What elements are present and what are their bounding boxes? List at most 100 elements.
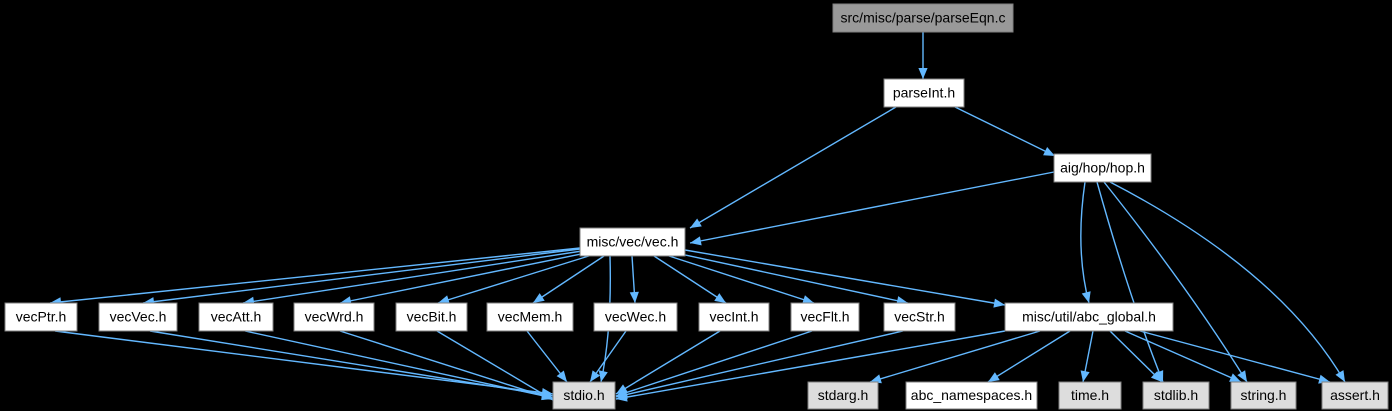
graph-edge — [615, 330, 1006, 400]
graph-edge — [339, 330, 554, 400]
graph-node-stdio[interactable]: stdio.h — [552, 381, 616, 410]
graph-node-vecWec[interactable]: vecWec.h — [593, 302, 678, 332]
graph-edge-arrowhead — [1237, 370, 1247, 382]
graph-edge-arrowhead — [541, 390, 553, 400]
graph-edge-arrowhead — [988, 372, 1000, 382]
graph-node-hop[interactable]: aig/hop/hop.h — [1053, 153, 1152, 183]
graph-edge-arrowhead — [714, 293, 726, 303]
graph-edge — [684, 249, 1006, 306]
node-label: stdarg.h — [818, 387, 869, 403]
node-box — [905, 381, 1038, 410]
graph-node-string[interactable]: string.h — [1230, 381, 1297, 410]
node-label: parseInt.h — [893, 85, 955, 101]
node-label: vecStr.h — [894, 309, 945, 325]
graph-edge-arrowhead — [690, 218, 702, 228]
node-box — [293, 302, 375, 332]
node-label: assert.h — [1330, 387, 1380, 403]
node-box — [1004, 302, 1174, 332]
graph-node-time[interactable]: time.h — [1058, 381, 1122, 410]
node-label: vecInt.h — [709, 309, 758, 325]
graph-edge — [1139, 330, 1331, 383]
graph-edge — [689, 171, 1055, 244]
node-box — [395, 302, 468, 332]
graph-edge-arrowhead — [1229, 373, 1241, 382]
graph-edge-arrowhead — [590, 370, 601, 382]
node-label: abc_namespaces.h — [911, 387, 1032, 403]
graph-node-stdlib[interactable]: stdlib.h — [1142, 381, 1210, 410]
graph-node-vecBit[interactable]: vecBit.h — [395, 302, 468, 332]
graph-edge-arrowhead — [598, 370, 608, 382]
node-label: vecVec.h — [110, 309, 167, 325]
graph-node-assert[interactable]: assert.h — [1321, 381, 1389, 410]
edge-layer — [49, 32, 1346, 402]
graph-node-vec[interactable]: misc/vec/vec.h — [579, 227, 686, 257]
graph-edge — [1109, 181, 1346, 383]
node-box — [790, 302, 860, 332]
node-box — [98, 302, 178, 332]
graph-edge-arrowhead — [690, 236, 702, 246]
node-label: vecAtt.h — [211, 309, 262, 325]
graph-edge — [1124, 330, 1242, 383]
node-box — [1053, 153, 1152, 183]
graph-edge-arrowhead — [1081, 291, 1091, 303]
graph-node-vecAtt[interactable]: vecAtt.h — [198, 302, 274, 332]
graph-edge-arrowhead — [616, 392, 628, 402]
node-box — [1321, 381, 1389, 410]
graph-edge-arrowhead — [1335, 370, 1345, 382]
graph-edge — [1103, 181, 1248, 383]
graph-edge-arrowhead — [870, 374, 882, 384]
node-label: time.h — [1071, 387, 1109, 403]
node-label: stdio.h — [563, 387, 604, 403]
node-label: vecMem.h — [498, 309, 563, 325]
graph-edge — [954, 106, 1056, 157]
node-box — [832, 3, 1014, 33]
graph-node-vecMem[interactable]: vecMem.h — [486, 302, 574, 332]
graph-edge-arrowhead — [533, 293, 545, 303]
graph-node-vecInt[interactable]: vecInt.h — [698, 302, 770, 332]
graph-edge — [653, 255, 727, 304]
node-box — [552, 381, 616, 410]
graph-node-stdarg[interactable]: stdarg.h — [807, 381, 879, 410]
graph-edge — [54, 330, 554, 395]
node-label: stdlib.h — [1154, 387, 1198, 403]
node-box — [883, 78, 965, 108]
graph-node-abcNamespaces[interactable]: abc_namespaces.h — [905, 381, 1038, 410]
graph-edge — [615, 330, 721, 395]
graph-node-vecWrd[interactable]: vecWrd.h — [293, 302, 375, 332]
graph-edge — [1080, 181, 1090, 304]
node-box — [593, 302, 678, 332]
graph-edge-arrowhead — [993, 298, 1005, 308]
graph-node-parseInt[interactable]: parseInt.h — [883, 78, 965, 108]
node-box — [1142, 381, 1210, 410]
graph-edge — [615, 330, 813, 397]
graph-node-abcGlobal[interactable]: misc/util/abc_global.h — [1004, 302, 1174, 332]
node-box — [198, 302, 274, 332]
graph-edge — [1096, 181, 1164, 383]
graph-edge-arrowhead — [918, 68, 928, 79]
node-label: string.h — [1241, 387, 1287, 403]
graph-edge — [149, 330, 554, 397]
graph-node-vecPtr[interactable]: vecPtr.h — [4, 302, 78, 332]
graph-node-vecFlt[interactable]: vecFlt.h — [790, 302, 860, 332]
graph-node-vecVec[interactable]: vecVec.h — [98, 302, 178, 332]
node-label: vecWec.h — [605, 309, 666, 325]
graph-edge — [665, 254, 815, 304]
node-box — [807, 381, 879, 410]
node-label: vecWrd.h — [305, 309, 364, 325]
graph-node-vecStr[interactable]: vecStr.h — [883, 302, 956, 332]
node-layer: src/misc/parse/parseEqn.c parseInt.h aig/h… — [4, 3, 1389, 410]
graph-edge-arrowhead — [438, 295, 450, 305]
graph-edge — [339, 252, 587, 304]
node-box — [579, 227, 686, 257]
node-box — [883, 302, 956, 332]
node-box — [4, 302, 78, 332]
graph-edge-arrowhead — [1043, 147, 1055, 156]
graph-edge — [242, 250, 583, 304]
graph-edge — [675, 252, 909, 304]
graph-edge-arrowhead — [1150, 371, 1162, 382]
graph-edge — [869, 330, 1041, 383]
graph-node-parseEqn[interactable]: src/misc/parse/parseEqn.c — [832, 3, 1014, 33]
graph-edge — [987, 330, 1071, 383]
